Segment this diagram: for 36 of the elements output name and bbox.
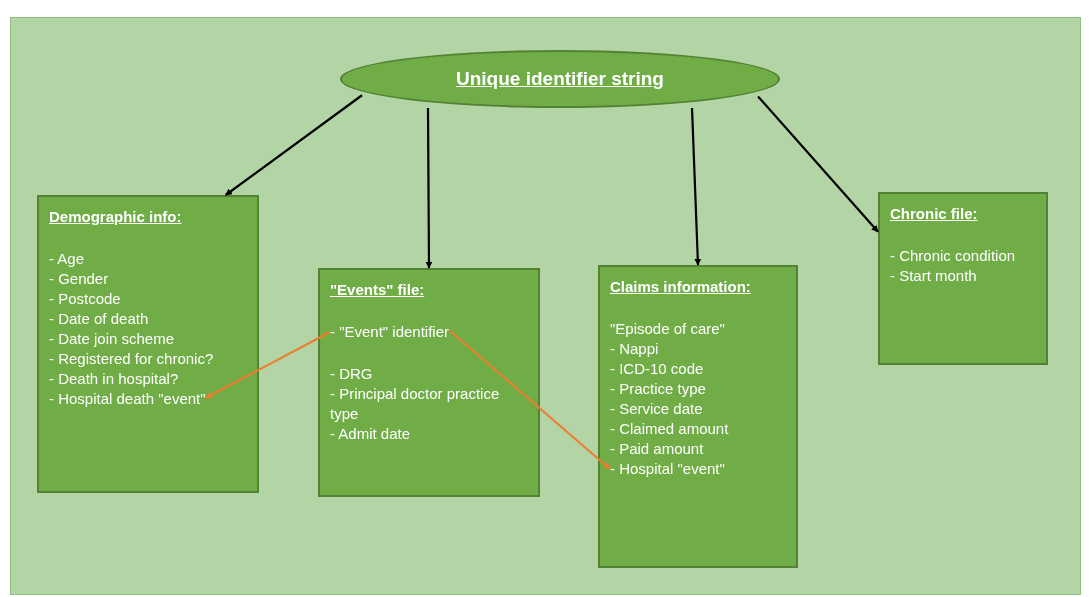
list-item: - Registered for chronic? xyxy=(49,349,215,369)
list-item: - "Event" identifier xyxy=(330,322,450,342)
list-item: - Chronic condition xyxy=(890,246,1017,266)
list-item: - Date of death xyxy=(49,309,150,329)
arrow xyxy=(425,108,433,269)
section-heading: Claims information: xyxy=(610,277,752,297)
list-item: - DRG xyxy=(330,364,374,384)
list-item: - Practice type xyxy=(610,379,707,399)
arrow xyxy=(690,107,702,266)
list-item: - Nappi xyxy=(610,339,660,359)
list-item: - Death in hospital? xyxy=(49,369,180,389)
list-item: - Claimed amount xyxy=(610,419,730,439)
list-item: - Service date xyxy=(610,399,704,419)
info-box xyxy=(318,268,540,497)
list-item: - Principal doctor practice type xyxy=(330,384,501,424)
info-box xyxy=(878,192,1048,365)
list-item: - Hospital death "event" xyxy=(49,389,206,409)
arrow xyxy=(448,329,611,470)
list-item: - Gender xyxy=(49,269,110,289)
list-item: - Age xyxy=(49,249,86,269)
info-box xyxy=(598,265,798,568)
node-title: Unique identifier string xyxy=(456,69,664,89)
list-item: - Admit date xyxy=(330,424,412,444)
list-item: - Postcode xyxy=(49,289,122,309)
list-item: - Hospital "event" xyxy=(610,459,725,479)
info-box xyxy=(37,195,259,493)
arrow xyxy=(757,95,879,233)
list-item: "Episode of care" xyxy=(610,319,726,339)
list-item: - Date join scheme xyxy=(49,329,176,349)
list-item: - ICD-10 code xyxy=(610,359,705,379)
list-item: - Start month xyxy=(890,266,978,286)
section-heading: Chronic file: xyxy=(890,204,979,224)
list-item: - Paid amount xyxy=(610,439,705,459)
arrow xyxy=(225,94,363,196)
section-heading: "Events" file: xyxy=(330,280,426,300)
section-heading: Demographic info: xyxy=(49,207,183,227)
